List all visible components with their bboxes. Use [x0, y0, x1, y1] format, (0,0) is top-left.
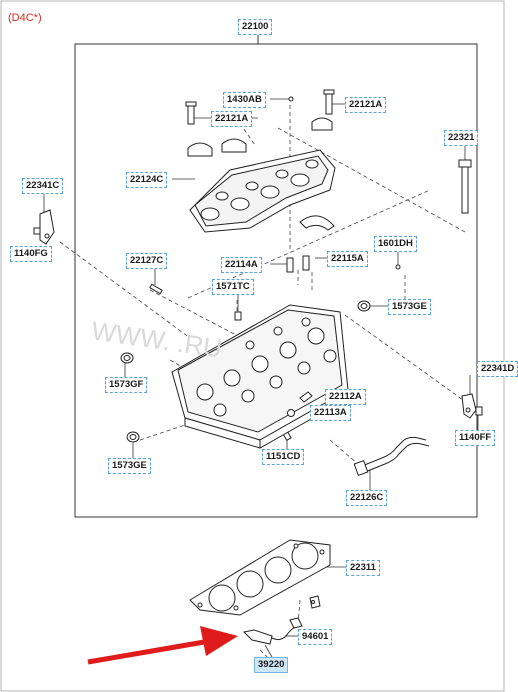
part-label-22341D[interactable]: 22341D: [477, 361, 518, 377]
bolts: [33, 89, 483, 442]
part-label-1573GE-left[interactable]: 1573GE: [108, 458, 151, 474]
part-label-1571TC[interactable]: 1571TC: [212, 279, 254, 295]
head-gasket: [189, 539, 331, 616]
part-label-22321[interactable]: 22321: [444, 130, 479, 146]
part-label-22115A[interactable]: 22115A: [327, 251, 368, 267]
part-label-22127C[interactable]: 22127C: [126, 253, 168, 269]
diagram-drawing: WWW. .RU: [0, 0, 505, 692]
part-label-22311[interactable]: 22311: [346, 560, 380, 576]
part-label-22100[interactable]: 22100: [238, 19, 273, 35]
part-label-1140FG[interactable]: 1140FG: [10, 246, 52, 262]
part-label-1140FF[interactable]: 1140FF: [455, 430, 496, 446]
assembly-frame: [74, 32, 478, 518]
part-label-22124C[interactable]: 22124C: [126, 172, 168, 188]
variant-code: (D4C*): [8, 12, 42, 24]
part-label-22112A[interactable]: 22112A: [325, 389, 366, 405]
part-label-1151CD[interactable]: 1151CD: [262, 449, 305, 465]
part-label-1573GF[interactable]: 1573GF: [105, 377, 148, 393]
seal-plugs: [120, 300, 371, 443]
cam-carrier: [187, 117, 336, 233]
part-label-22341C[interactable]: 22341C: [22, 178, 64, 194]
part-label-22121A-mid[interactable]: 22121A: [211, 111, 253, 127]
part-label-22121A-top[interactable]: 22121A: [345, 97, 387, 113]
sensor-39220: [242, 595, 321, 645]
red-arrow-indicator: [87, 626, 238, 665]
part-label-22113A[interactable]: 22113A: [310, 405, 351, 421]
part-label-22126C[interactable]: 22126C: [346, 490, 388, 506]
watermark: WWW. .RU: [90, 316, 224, 364]
part-label-1430AB[interactable]: 1430AB: [223, 92, 266, 108]
pipe-22126C: [353, 436, 430, 476]
hanger-brackets: [39, 209, 477, 419]
cylinder-head: [171, 304, 349, 449]
part-label-22114A[interactable]: 22114A: [221, 257, 262, 273]
part-label-39220[interactable]: 39220: [254, 657, 289, 673]
outer-border: [0, 0, 505, 692]
part-label-1601DH[interactable]: 1601DH: [374, 236, 417, 252]
part-label-94601[interactable]: 94601: [298, 629, 333, 645]
part-label-1573GE-right[interactable]: 1573GE: [388, 299, 431, 315]
